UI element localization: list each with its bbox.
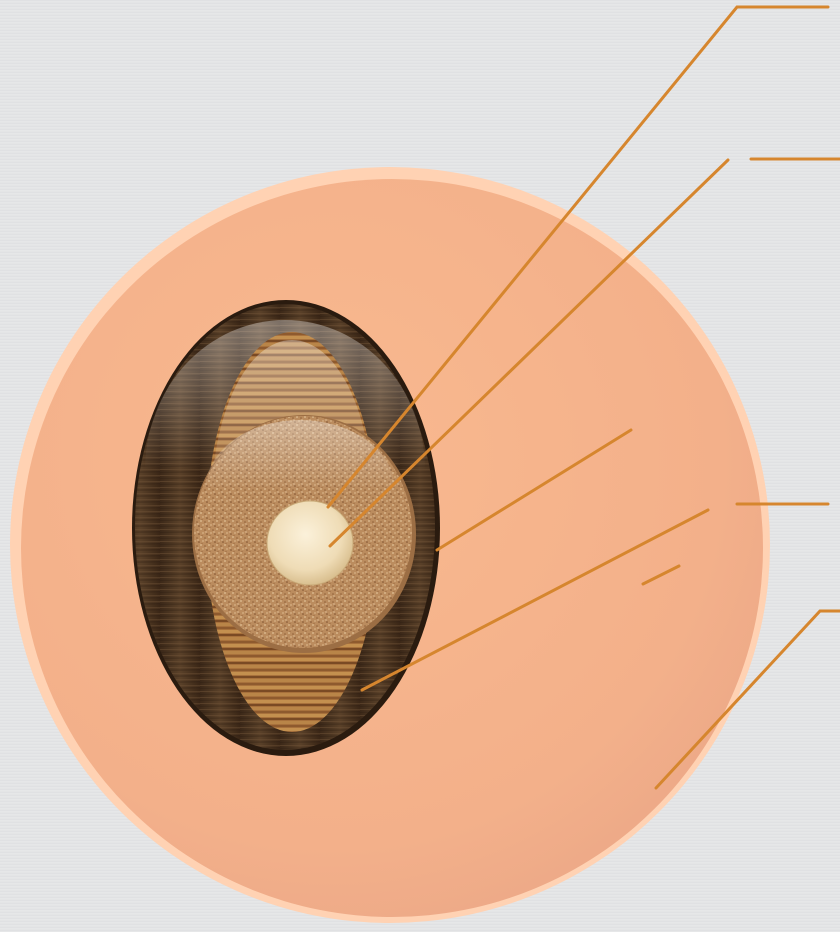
center-dot (267, 501, 353, 585)
